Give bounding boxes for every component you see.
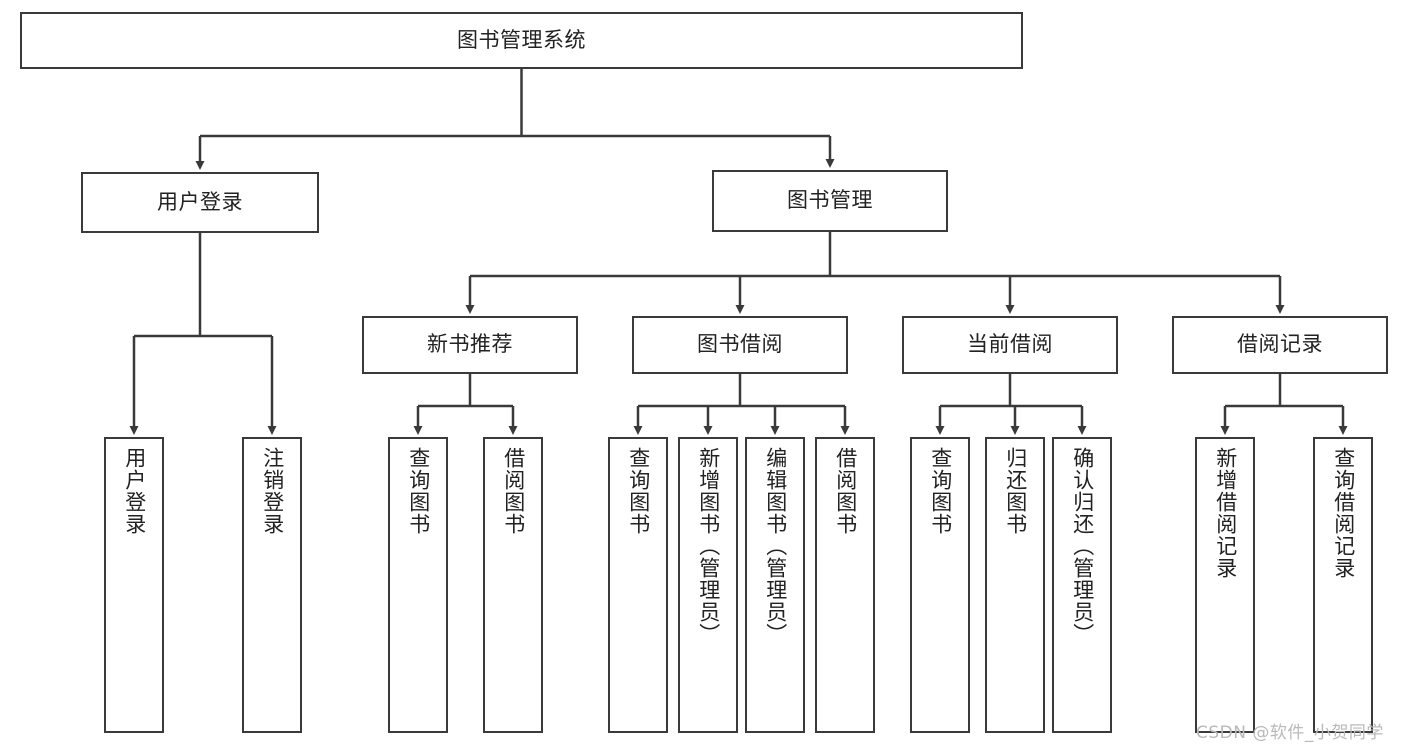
node-label: 查询图书 bbox=[406, 447, 431, 535]
node-leaf-user-login[interactable]: 用户登录 bbox=[104, 437, 164, 733]
node-label: 图书管理系统 bbox=[457, 27, 586, 52]
node-label: 借阅图书 bbox=[501, 447, 526, 535]
node-loan-record[interactable]: 借阅记录 bbox=[1172, 316, 1388, 374]
node-user-login[interactable]: 用户登录 bbox=[81, 172, 319, 233]
node-leaf-query-book-1[interactable]: 查询图书 bbox=[388, 437, 448, 733]
node-label: 新书推荐 bbox=[427, 332, 513, 357]
node-label: 查询图书 bbox=[626, 447, 651, 535]
node-leaf-add-book[interactable]: 新增图书（管理员） bbox=[678, 437, 738, 733]
node-label: 编辑图书（管理员） bbox=[763, 447, 788, 645]
node-leaf-borrow-book-2[interactable]: 借阅图书 bbox=[815, 437, 875, 733]
node-label: 用户登录 bbox=[122, 447, 147, 535]
node-leaf-confirm-ret[interactable]: 确认归还（管理员） bbox=[1052, 437, 1112, 733]
node-leaf-query-book-2[interactable]: 查询图书 bbox=[608, 437, 668, 733]
node-label: 查询图书 bbox=[928, 447, 953, 535]
node-book-manage[interactable]: 图书管理 bbox=[712, 170, 948, 232]
node-root[interactable]: 图书管理系统 bbox=[20, 12, 1023, 69]
node-label: 图书借阅 bbox=[697, 332, 783, 357]
watermark: CSDN @软件_小贺同学 bbox=[1196, 723, 1384, 743]
node-label: 图书管理 bbox=[787, 188, 873, 213]
node-label: 确认归还（管理员） bbox=[1070, 447, 1095, 645]
node-leaf-return-book[interactable]: 归还图书 bbox=[985, 437, 1045, 733]
node-current-loan[interactable]: 当前借阅 bbox=[902, 316, 1118, 374]
node-leaf-logout[interactable]: 注销登录 bbox=[242, 437, 302, 733]
node-leaf-edit-book[interactable]: 编辑图书（管理员） bbox=[745, 437, 805, 733]
node-label: 注销登录 bbox=[260, 447, 285, 535]
node-new-book-rec[interactable]: 新书推荐 bbox=[362, 316, 578, 374]
node-label: 用户登录 bbox=[157, 189, 243, 214]
node-label: 当前借阅 bbox=[967, 332, 1053, 357]
node-label: 新增借阅记录 bbox=[1213, 447, 1238, 579]
node-label: 新增图书（管理员） bbox=[696, 447, 721, 645]
node-label: 借阅图书 bbox=[833, 447, 858, 535]
node-label: 归还图书 bbox=[1003, 447, 1028, 535]
node-leaf-add-record[interactable]: 新增借阅记录 bbox=[1195, 437, 1255, 733]
node-label: 查询借阅记录 bbox=[1331, 447, 1356, 579]
node-leaf-query-record[interactable]: 查询借阅记录 bbox=[1313, 437, 1373, 733]
node-label: 借阅记录 bbox=[1237, 332, 1323, 357]
node-leaf-query-book-3[interactable]: 查询图书 bbox=[910, 437, 970, 733]
node-book-borrow[interactable]: 图书借阅 bbox=[632, 316, 848, 374]
node-leaf-borrow-book-1[interactable]: 借阅图书 bbox=[483, 437, 543, 733]
